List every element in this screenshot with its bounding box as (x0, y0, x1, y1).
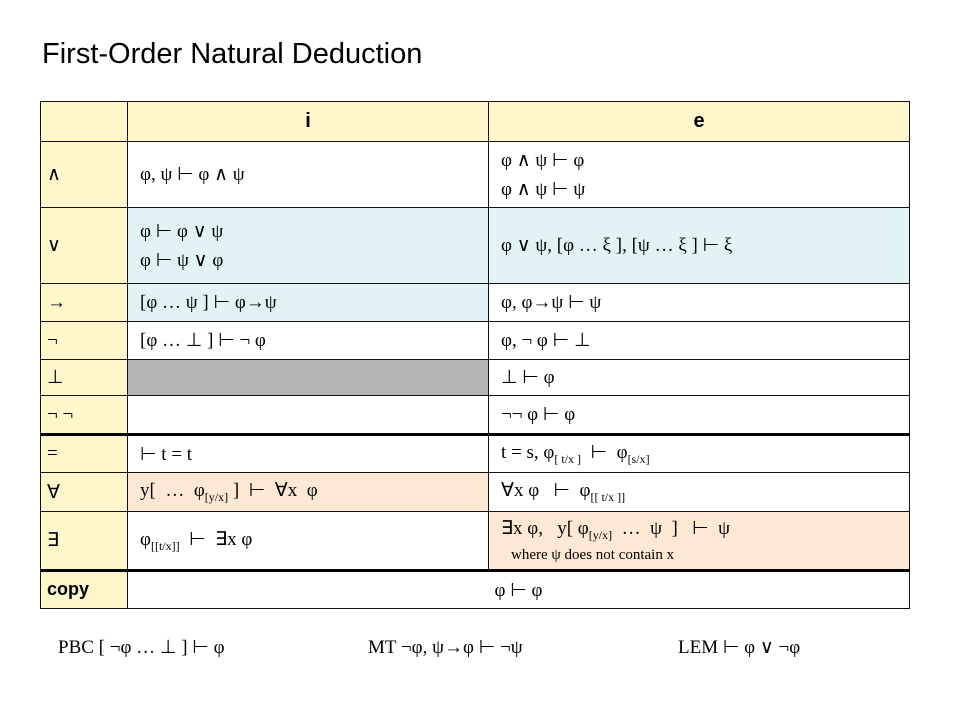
not-intro: [φ … ⊥ ] ⊢ ¬ φ (127, 321, 489, 360)
and-intro: φ, ψ ⊢ φ ∧ ψ (127, 141, 489, 208)
connective-double-negation: ¬ ¬ (40, 395, 128, 435)
rule-row-copy: copy φ ⊢ φ (40, 570, 910, 609)
forall-intro: y[ … φ[y/x] ] ⊢ ∀x φ (127, 472, 489, 512)
equality-intro: ⊢ t = t (127, 433, 489, 473)
implies-intro: [φ … ψ ] ⊢ φ→ψ (127, 283, 489, 322)
or-intro: φ ⊢ φ ∨ ψ φ ⊢ ψ ∨ φ (127, 207, 489, 284)
exists-elim-side-condition: where ψ does not contain x (511, 546, 675, 563)
connective-implies: → (40, 283, 128, 322)
copy-label: copy (40, 570, 128, 609)
rule-row-implies: → [φ … ψ ] ⊢ φ→ψ φ, φ→ψ ⊢ ψ (40, 283, 910, 322)
exists-intro: φ[[t/x]] ⊢ ∃x φ (127, 511, 489, 572)
rule-row-equality: = ⊢ t = t t = s, φ[ t/x ] ⊢ φ[s/x] (40, 433, 910, 473)
rule-row-double-negation: ¬ ¬ ¬¬ φ ⊢ φ (40, 395, 910, 435)
header-connective-cell (40, 101, 128, 142)
derived-rule-pbc: PBC [ ¬φ … ⊥ ] ⊢ φ (58, 637, 225, 658)
rule-row-bottom: ⊥ ⊥ ⊢ φ (40, 359, 910, 396)
copy-rule: φ ⊢ φ (127, 570, 910, 609)
connective-forall: ∀ (40, 472, 128, 512)
connective-not: ¬ (40, 321, 128, 360)
connective-equality: = (40, 433, 128, 473)
rule-row-and: ∧ φ, ψ ⊢ φ ∧ ψ φ ∧ ψ ⊢ φ φ ∧ ψ ⊢ ψ (40, 141, 910, 208)
derived-rule-mt: MT ¬φ, ψ→φ ⊢ ¬ψ (368, 637, 523, 658)
or-elim: φ ∨ ψ, [φ … ξ ], [ψ … ξ ] ⊢ ξ (488, 207, 910, 284)
double-negation-elim: ¬¬ φ ⊢ φ (488, 395, 910, 435)
rule-row-or: ∨ φ ⊢ φ ∨ ψ φ ⊢ ψ ∨ φ φ ∨ ψ, [φ … ξ ], [… (40, 207, 910, 284)
header-elim: e (488, 101, 910, 142)
equality-elim: t = s, φ[ t/x ] ⊢ φ[s/x] (488, 433, 910, 473)
bottom-elim: ⊥ ⊢ φ (488, 359, 910, 396)
bottom-intro-empty (127, 359, 489, 396)
rule-row-exists: ∃ φ[[t/x]] ⊢ ∃x φ ∃x φ, y[ φ[y/x] … ψ ] … (40, 511, 910, 572)
connective-or: ∨ (40, 207, 128, 284)
connective-exists: ∃ (40, 511, 128, 572)
and-elim: φ ∧ ψ ⊢ φ φ ∧ ψ ⊢ ψ (488, 141, 910, 208)
connective-bottom: ⊥ (40, 359, 128, 396)
forall-elim: ∀x φ ⊢ φ[[ t/x ]] (488, 472, 910, 512)
deduction-rules-table: i e ∧ φ, ψ ⊢ φ ∧ ψ φ ∧ ψ ⊢ φ φ ∧ ψ ⊢ ψ ∨… (40, 101, 910, 609)
connective-and: ∧ (40, 141, 128, 208)
header-intro: i (127, 101, 489, 142)
page-title: First-Order Natural Deduction (42, 38, 423, 70)
rule-row-forall: ∀ y[ … φ[y/x] ] ⊢ ∀x φ ∀x φ ⊢ φ[[ t/x ]] (40, 472, 910, 512)
exists-elim: ∃x φ, y[ φ[y/x] … ψ ] ⊢ ψ where ψ does n… (488, 511, 910, 572)
derived-rule-lem: LEM ⊢ φ ∨ ¬φ (678, 637, 801, 658)
rule-row-not: ¬ [φ … ⊥ ] ⊢ ¬ φ φ, ¬ φ ⊢ ⊥ (40, 321, 910, 360)
header-row: i e (40, 101, 910, 142)
implies-elim: φ, φ→ψ ⊢ ψ (488, 283, 910, 322)
double-negation-intro-empty (127, 395, 489, 435)
not-elim: φ, ¬ φ ⊢ ⊥ (488, 321, 910, 360)
